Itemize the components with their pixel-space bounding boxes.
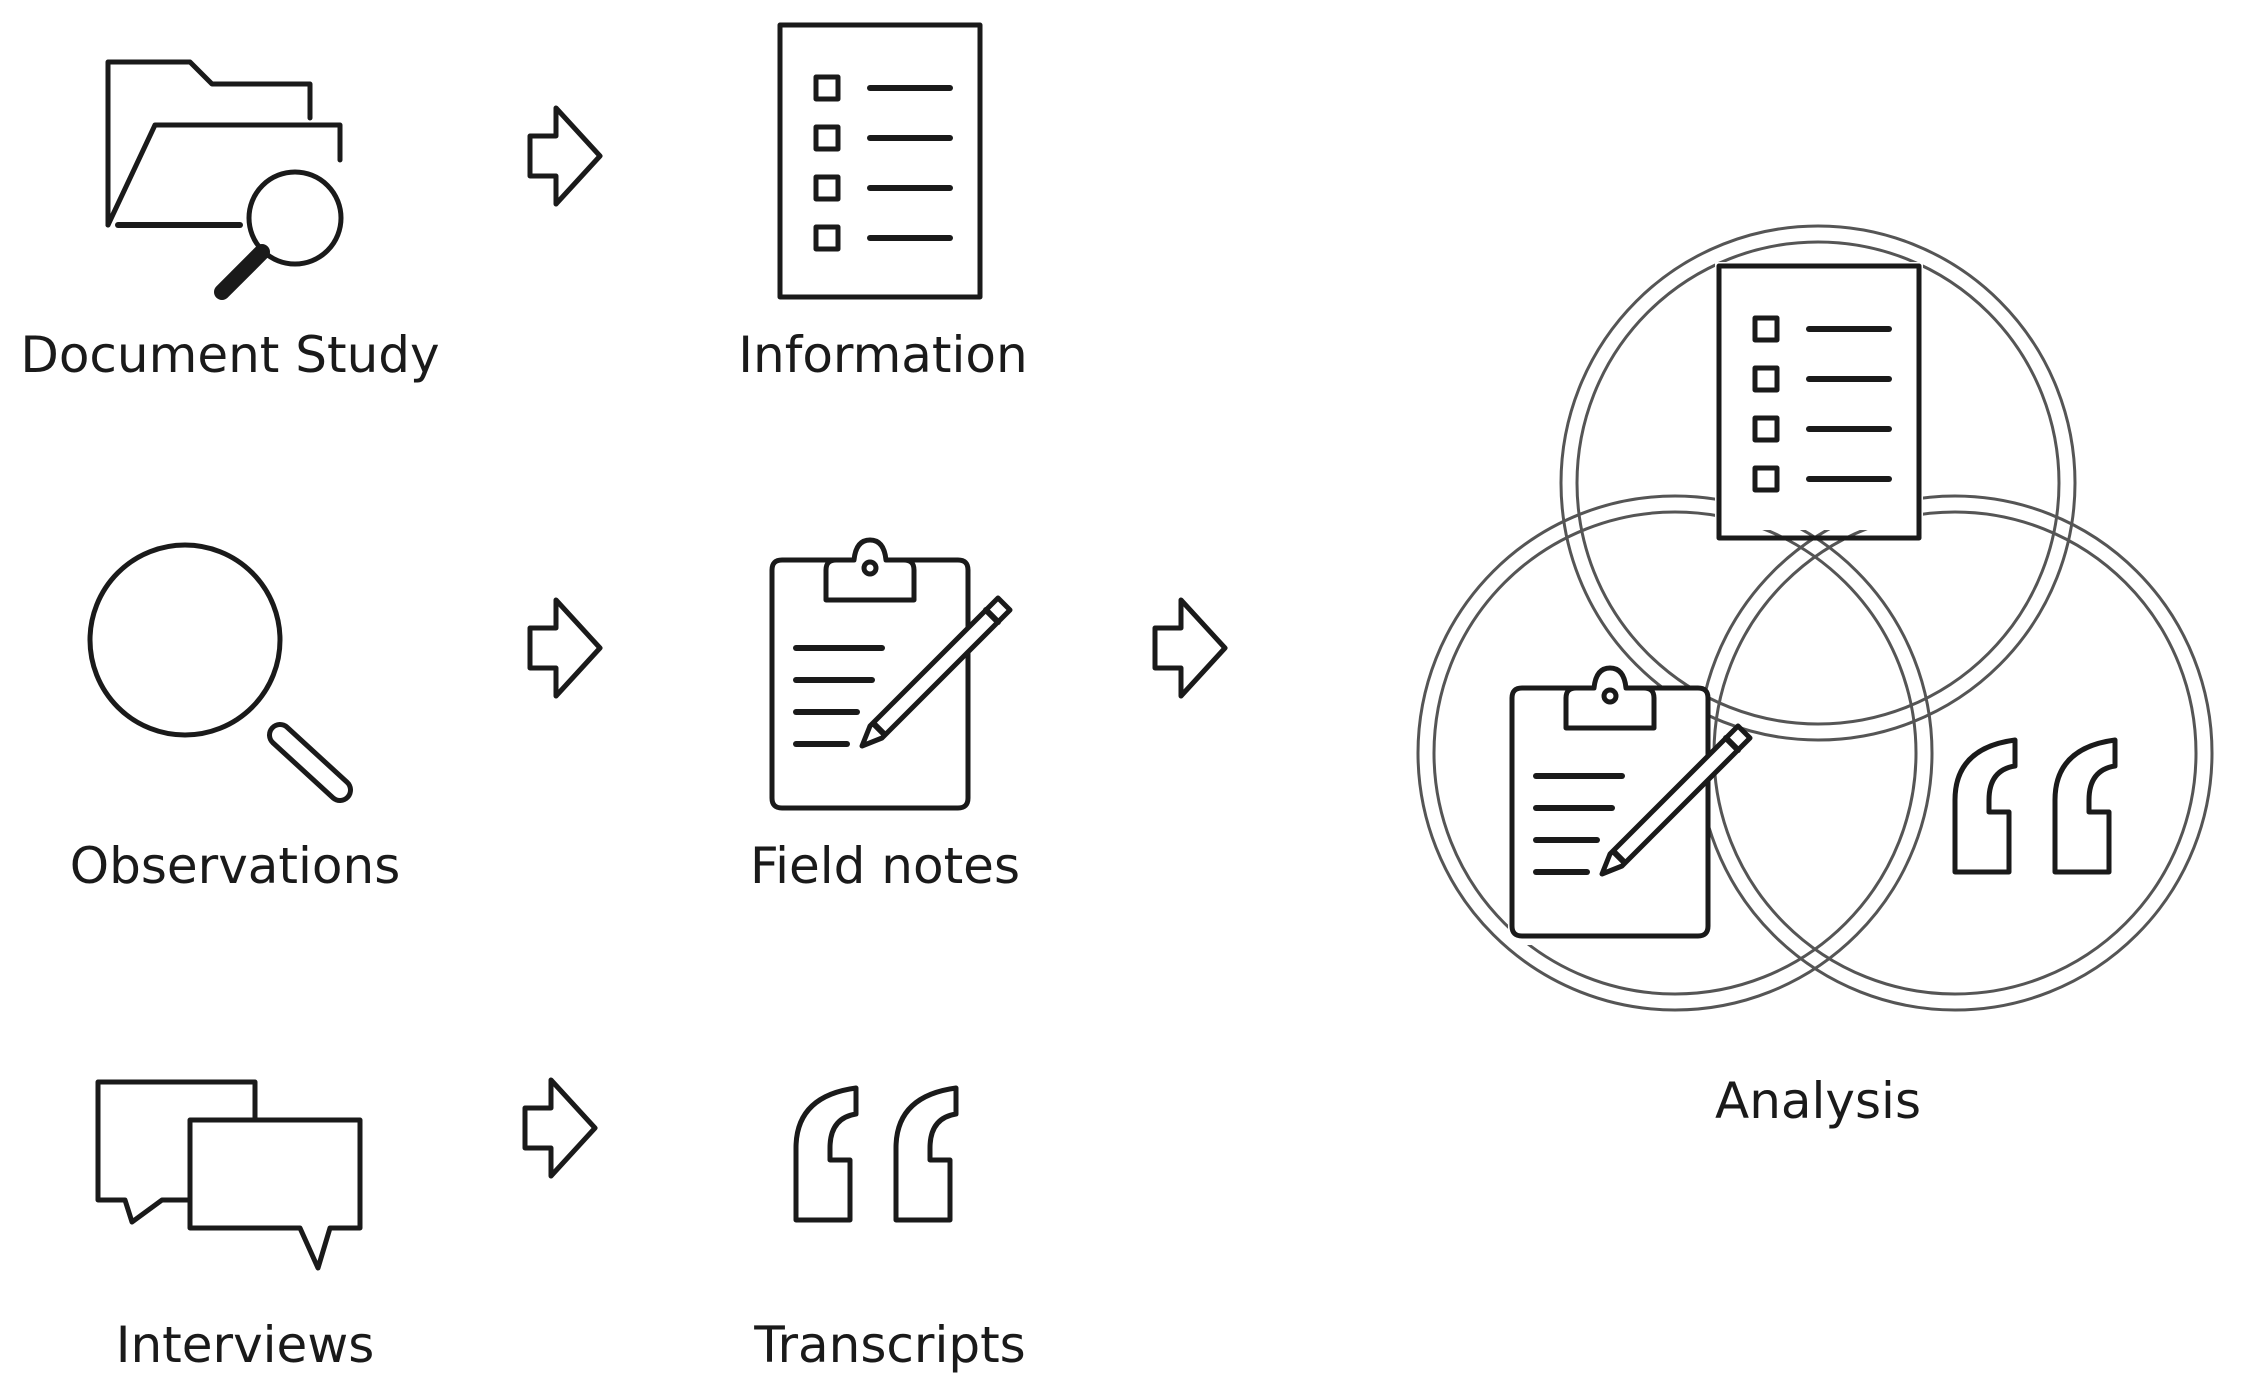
quote-marks-icon — [796, 1088, 956, 1220]
clipboard-pencil-icon — [772, 540, 1010, 808]
magnifier-icon — [87, 542, 353, 803]
venn-checklist-icon — [1715, 262, 1923, 538]
interviews-node: Interviews — [95, 1079, 375, 1374]
folder-search-icon — [105, 59, 344, 300]
analysis-label: Analysis — [1715, 1072, 1921, 1130]
observations-label: Observations — [70, 837, 401, 895]
information-node: Information — [738, 25, 1028, 384]
information-label: Information — [738, 326, 1027, 384]
chat-bubbles-icon — [95, 1079, 363, 1271]
field-notes-label: Field notes — [750, 837, 1020, 895]
arrow-icon-3 — [525, 1080, 595, 1176]
arrow-icon-1 — [530, 108, 600, 204]
checklist-icon — [780, 25, 980, 297]
document-study-node: Document Study — [20, 59, 440, 384]
transcripts-node: Transcripts — [753, 1088, 1026, 1374]
interviews-label: Interviews — [116, 1316, 375, 1374]
arrow-icon-analysis — [1155, 600, 1225, 696]
transcripts-label: Transcripts — [753, 1316, 1025, 1374]
venn-clipboard-icon — [1508, 668, 1750, 945]
analysis-node: Analysis — [1416, 224, 2214, 1130]
arrow-icon-2 — [530, 600, 600, 696]
venn-quote-marks-icon — [1955, 740, 2115, 872]
document-study-label: Document Study — [20, 326, 439, 384]
field-notes-node: Field notes — [750, 540, 1020, 895]
observations-node: Observations — [70, 542, 401, 895]
venn-diagram-icon — [1416, 224, 2214, 1012]
